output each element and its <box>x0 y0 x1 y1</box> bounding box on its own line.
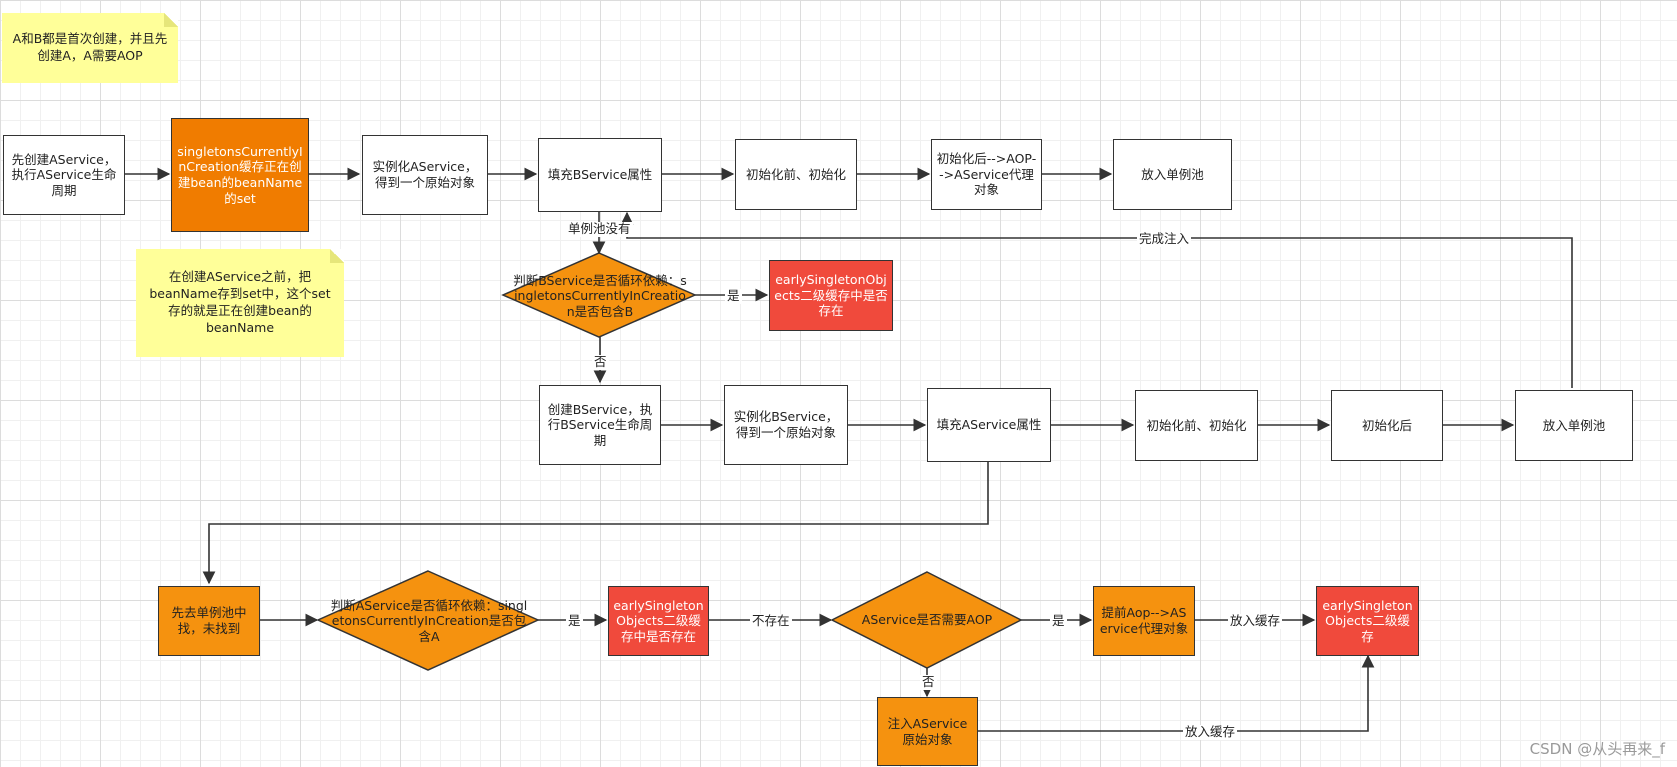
after-init-b-box[interactable]: 初始化后 <box>1331 390 1443 461</box>
early-singleton-check-a-box[interactable]: earlySingletonObjects二级缓存中是否存在 <box>608 586 709 656</box>
edge-label-pool-none: 单例池没有 <box>566 221 633 237</box>
singletons-set-box[interactable]: singletonsCurrentlyInCreation缓存正在创建bean的… <box>171 118 309 232</box>
edge-label-yes-aop: 是 <box>1050 613 1067 629</box>
watermark: CSDN @从头再来_f <box>1529 740 1665 758</box>
edge-label-inject-done: 完成注入 <box>1137 231 1192 247</box>
edge-label-no-aop: 否 <box>920 674 937 690</box>
note-middle-text: 在创建AService之前，把beanName存到set中，这个set存的就是正… <box>149 269 331 335</box>
note-top-text: A和B都是首次创建，并且先创建A，A需要AOP <box>12 31 168 63</box>
early-aop-proxy-box[interactable]: 提前Aop-->AService代理对象 <box>1093 586 1195 656</box>
decision-b-shape <box>501 252 697 338</box>
after-init-aop-box[interactable]: 初始化后-->AOP-->AService代理对象 <box>931 139 1042 210</box>
aop-decision-label[interactable]: AService是否需要AOP <box>861 612 993 628</box>
aop-decision-shape <box>830 571 1023 669</box>
decision-b-label[interactable]: 判断BService是否循环依赖：singletonsCurrentlyInCr… <box>513 272 687 319</box>
edge-label-no-b: 否 <box>592 354 609 370</box>
edge-raw-to-cache <box>978 654 1375 732</box>
init-b-box[interactable]: 初始化前、初始化 <box>1135 390 1258 461</box>
note-top: A和B都是首次创建，并且先创建A，A需要AOP <box>2 13 178 83</box>
init-a-box[interactable]: 初始化前、初始化 <box>735 139 857 210</box>
edge-label-put-cache-2: 放入缓存 <box>1183 724 1238 740</box>
inject-raw-aservice-box[interactable]: 注入AService原始对象 <box>877 697 978 766</box>
edge-label-yes-b: 是 <box>725 288 742 304</box>
note-middle: 在创建AService之前，把beanName存到set中，这个set存的就是正… <box>136 249 344 357</box>
instantiate-aservice-box[interactable]: 实例化AService，得到一个原始对象 <box>362 135 488 215</box>
edge-filla-to-lookup <box>202 462 989 585</box>
decision-a-shape <box>316 570 540 671</box>
lookup-pool-box[interactable]: 先去单例池中找，未找到 <box>158 586 260 656</box>
decision-a-label[interactable]: 判断AService是否循环依赖：singletonsCurrentlyInCr… <box>330 597 528 644</box>
create-bservice-box[interactable]: 创建BService，执行BService生命周期 <box>539 385 661 465</box>
edge-label-put-cache-1: 放入缓存 <box>1228 613 1283 629</box>
fill-aservice-box[interactable]: 填充AService属性 <box>927 388 1051 462</box>
edge-label-not-exist: 不存在 <box>750 613 792 629</box>
early-singleton-check-b-box[interactable]: earlySingletonObjects二级缓存中是否存在 <box>769 260 893 331</box>
singleton-pool-b-box[interactable]: 放入单例池 <box>1515 390 1633 461</box>
instantiate-bservice-box[interactable]: 实例化BService，得到一个原始对象 <box>724 385 848 465</box>
start-aservice-box[interactable]: 先创建AService，执行AService生命周期 <box>3 135 125 215</box>
early-singleton-cache-box[interactable]: earlySingletonObjects二级缓存 <box>1316 586 1419 656</box>
singleton-pool-a-box[interactable]: 放入单例池 <box>1113 139 1232 210</box>
fill-bservice-box[interactable]: 填充BService属性 <box>538 138 662 212</box>
edge-label-yes-a: 是 <box>566 613 583 629</box>
